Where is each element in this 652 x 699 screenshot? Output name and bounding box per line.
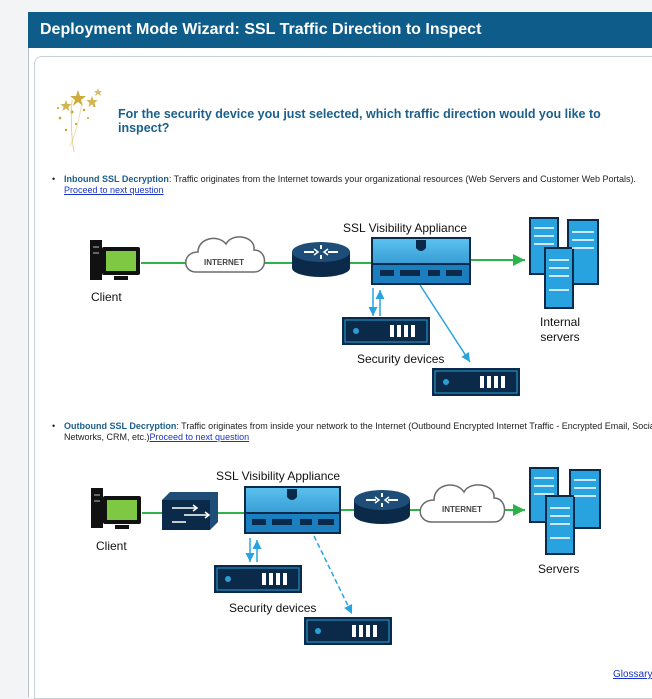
inbound-servers-label: Internal servers <box>532 315 588 345</box>
inbound-proceed-link[interactable]: Proceed to next question <box>64 185 164 195</box>
outbound-title: Outbound SSL Decryption <box>64 421 177 431</box>
outbound-security-label: Security devices <box>229 601 317 615</box>
outbound-client-label: Client <box>96 539 127 553</box>
outbound-internet-label: INTERNET <box>442 505 482 514</box>
inbound-title: Inbound SSL Decryption <box>64 174 169 184</box>
inbound-client-label: Client <box>91 290 122 304</box>
inbound-security-label: Security devices <box>357 352 445 366</box>
inbound-description: : Traffic originates from the Internet t… <box>168 174 637 184</box>
window-title: Deployment Mode Wizard: SSL Traffic Dire… <box>40 21 482 38</box>
bullet-icon: • <box>52 174 56 184</box>
outbound-appliance-label: SSL Visibility Appliance <box>216 469 341 483</box>
inbound-option: • Inbound SSL Decryption: Traffic origin… <box>52 174 652 196</box>
inbound-internet-label: INTERNET <box>204 258 244 267</box>
servers-label-line2: servers <box>540 330 580 344</box>
outbound-servers-label: Servers <box>538 562 580 576</box>
servers-label-line1: Internal <box>539 315 581 329</box>
content-panel <box>34 56 652 699</box>
outbound-proceed-link[interactable]: Proceed to next question <box>149 432 250 442</box>
title-bar: Deployment Mode Wizard: SSL Traffic Dire… <box>28 12 652 48</box>
glossary-link[interactable]: Glossary <box>613 669 652 680</box>
wizard-question: For the security device you just selecte… <box>118 107 601 135</box>
bullet-icon: • <box>52 421 56 431</box>
inbound-appliance-label: SSL Visibility Appliance <box>343 221 468 235</box>
outbound-option: • Outbound SSL Decryption: Traffic origi… <box>52 421 652 443</box>
outbound-description: : Traffic originates from inside your ne… <box>64 421 652 442</box>
